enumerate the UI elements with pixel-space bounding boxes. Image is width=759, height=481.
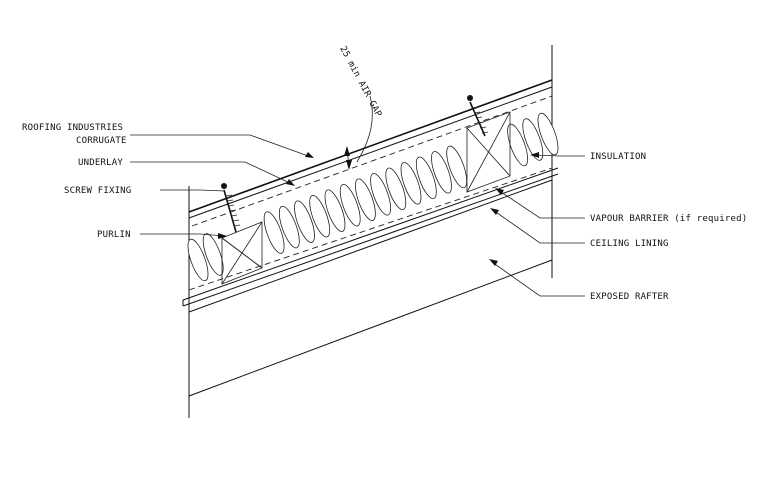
insulation-batts	[187, 112, 559, 282]
insulation-coil	[187, 238, 209, 282]
insulation-coil	[263, 211, 285, 254]
insulation-coil	[202, 233, 224, 276]
label-underlay: UNDERLAY	[78, 158, 123, 168]
insulation-coil	[339, 183, 361, 227]
ceiling-lining	[182, 167, 559, 313]
underlay	[191, 95, 553, 227]
leader-rafter	[489, 259, 585, 297]
leader-purlin	[140, 233, 227, 239]
label-screw-fixing: SCREW FIXING	[64, 186, 131, 196]
label-vapour-barrier: VAPOUR BARRIER (if required)	[590, 214, 747, 224]
insulation-coil	[522, 118, 544, 161]
insulation-coil	[278, 205, 300, 249]
insulation-coil	[309, 194, 331, 238]
screw-left	[221, 183, 241, 233]
purlin-left	[221, 221, 263, 285]
air-gap-dimension	[344, 95, 373, 170]
label-roofing-line2: CORRUGATE	[76, 136, 127, 146]
leader-screw	[160, 189, 226, 192]
insulation-coil	[355, 178, 376, 221]
section-outline	[188, 45, 553, 418]
insulation-coil	[324, 189, 346, 232]
insulation-coil	[446, 145, 468, 189]
leader-roofing	[130, 134, 314, 158]
label-purlin: PURLIN	[97, 230, 131, 240]
insulation-coil	[431, 151, 452, 194]
insulation-coil	[415, 156, 437, 200]
insulation-coil	[385, 167, 407, 211]
purlin-right	[466, 111, 511, 193]
label-insulation: INSULATION	[590, 152, 646, 162]
label-roofing-line1: ROOFING INDUSTRIES	[22, 123, 123, 133]
leader-insulation	[530, 152, 585, 158]
label-exposed-rafter: EXPOSED RAFTER	[590, 292, 669, 302]
insulation-coil	[294, 200, 315, 243]
leader-ceiling	[490, 208, 585, 244]
vapour-barrier	[188, 167, 553, 291]
insulation-coil	[537, 112, 559, 156]
insulation-coil	[370, 173, 391, 216]
corrugate-roofing	[188, 79, 553, 219]
screw-right	[467, 95, 489, 137]
leader-underlay	[130, 161, 295, 186]
leader-vapour	[495, 188, 585, 219]
label-air-gap: 25 min AIR GAP	[337, 45, 383, 119]
insulation-coil	[400, 162, 422, 205]
label-ceiling-lining: CEILING LINING	[590, 239, 669, 249]
